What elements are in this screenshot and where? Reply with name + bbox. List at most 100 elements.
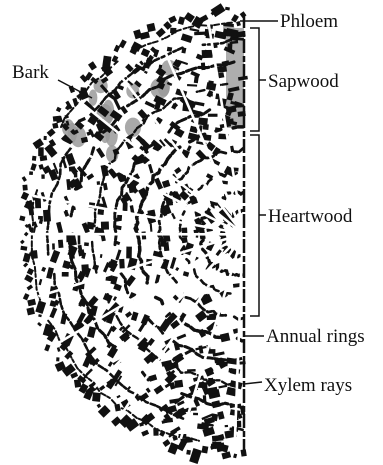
- bark-chunk: [27, 284, 34, 290]
- bark-chunk: [28, 207, 34, 215]
- wood-cell-speckle: [86, 173, 94, 180]
- wood-cell-speckle: [87, 326, 96, 338]
- wood-cell-speckle: [115, 249, 121, 260]
- wood-cell-speckle: [81, 264, 89, 274]
- wood-cell-speckle: [207, 315, 216, 320]
- bark-chunk: [88, 61, 97, 70]
- wood-cell-speckle: [99, 385, 105, 391]
- wood-cell-speckle: [74, 173, 77, 178]
- wood-cell-speckle: [225, 425, 228, 427]
- wood-cell-speckle: [41, 267, 46, 272]
- bark-chunk: [114, 404, 120, 412]
- bark-chunk: [29, 171, 33, 175]
- bark-chunk: [37, 322, 42, 327]
- bark-chunk: [56, 107, 62, 112]
- wood-cell-speckle: [204, 367, 214, 377]
- wood-cell-speckle: [237, 421, 242, 428]
- wood-cell-speckle: [113, 296, 117, 301]
- bark-chunk: [162, 439, 170, 447]
- wood-cell-speckle: [65, 210, 68, 214]
- wood-cell-speckle: [187, 145, 192, 151]
- wood-cell-speckle: [116, 395, 120, 399]
- wood-cell-speckle: [208, 114, 218, 117]
- wood-cell-speckle: [39, 219, 43, 224]
- wood-cell-speckle: [100, 254, 103, 258]
- wood-cell-speckle: [87, 296, 99, 308]
- bark-chunk: [47, 128, 56, 137]
- wood-cell-speckle: [56, 222, 63, 234]
- trunk-cross-section: [19, 3, 248, 464]
- wood-cell-speckle: [195, 101, 205, 106]
- bark-chunk: [141, 430, 149, 437]
- wood-cell-speckle: [141, 48, 150, 57]
- bark-chunk: [184, 12, 195, 23]
- heartwood-label: Heartwood: [268, 206, 353, 227]
- wood-cell-speckle: [125, 311, 132, 318]
- wood-cell-speckle: [40, 155, 48, 161]
- bark-chunk: [233, 453, 237, 458]
- wood-cell-speckle: [154, 385, 164, 395]
- wood-cell-speckle: [159, 65, 163, 69]
- wood-cell-speckle: [171, 213, 176, 219]
- bark-chunk: [23, 293, 30, 300]
- bark-chunk: [231, 14, 239, 23]
- bark-chunk: [22, 176, 27, 182]
- bark-chunk: [97, 404, 102, 409]
- wood-cell-speckle: [146, 388, 151, 393]
- wood-cell-speckle: [150, 223, 153, 231]
- bark-chunk: [189, 448, 202, 464]
- wood-cell-speckle: [218, 72, 224, 78]
- sapwood-label: Sapwood: [268, 71, 339, 92]
- wood-cell-speckle: [163, 418, 173, 423]
- wood-cell-speckle: [103, 183, 108, 191]
- bark-label: Bark: [12, 62, 49, 83]
- wood-cell-speckle: [217, 411, 224, 420]
- bark-chunk: [20, 246, 27, 251]
- wood-cell-speckle: [236, 21, 241, 26]
- wood-cell-speckle: [84, 242, 89, 246]
- wood-cell-speckle: [181, 33, 193, 43]
- bark-chunk: [156, 28, 166, 38]
- wood-cell-speckle: [78, 245, 82, 251]
- wood-cell-speckle: [78, 235, 81, 245]
- wood-cell-speckle: [154, 178, 163, 190]
- wood-cell-speckle: [119, 259, 125, 269]
- wood-cell-speckle: [78, 249, 85, 256]
- bark-chunk: [92, 392, 101, 402]
- wood-cell-speckle: [144, 71, 148, 74]
- bark-chunk: [221, 451, 231, 459]
- wood-cell-speckle: [189, 28, 199, 32]
- wood-cell-speckle: [49, 307, 57, 318]
- bark-chunk: [178, 16, 186, 25]
- wood-cell-speckle: [41, 174, 44, 179]
- wood-cell-speckle: [139, 60, 144, 65]
- bark-chunk: [30, 163, 36, 171]
- wood-cell-speckle: [193, 413, 198, 415]
- wood-cell-speckle: [108, 361, 113, 367]
- wood-cell-speckle: [126, 247, 132, 259]
- bark-chunk: [19, 215, 25, 221]
- wood-cell-speckle: [174, 380, 183, 388]
- wood-cell-speckle: [50, 250, 60, 263]
- wood-cell-speckle: [170, 257, 177, 269]
- heartwood-bracket: [250, 135, 266, 316]
- wood-cell-speckle: [52, 243, 55, 249]
- bark-chunk: [32, 156, 37, 161]
- wood-cell-speckle: [46, 267, 54, 279]
- bark-chunk: [44, 136, 47, 140]
- wood-cell-speckle: [39, 279, 43, 285]
- wood-cell-speckle: [177, 334, 187, 340]
- wood-cell-speckle: [38, 216, 43, 220]
- bark-chunk: [56, 357, 59, 361]
- wood-cell-speckle: [183, 271, 189, 277]
- bark-chunk: [23, 262, 28, 267]
- wood-cell-speckle: [167, 47, 172, 52]
- bark-chunk: [21, 192, 29, 201]
- wood-cell-speckle: [107, 346, 118, 358]
- wood-cell-speckle: [187, 84, 197, 87]
- xylem-rays-label: Xylem rays: [264, 375, 352, 396]
- bark-chunk: [27, 268, 34, 275]
- wood-cell-speckle: [169, 398, 179, 403]
- bark-chunk: [53, 116, 61, 122]
